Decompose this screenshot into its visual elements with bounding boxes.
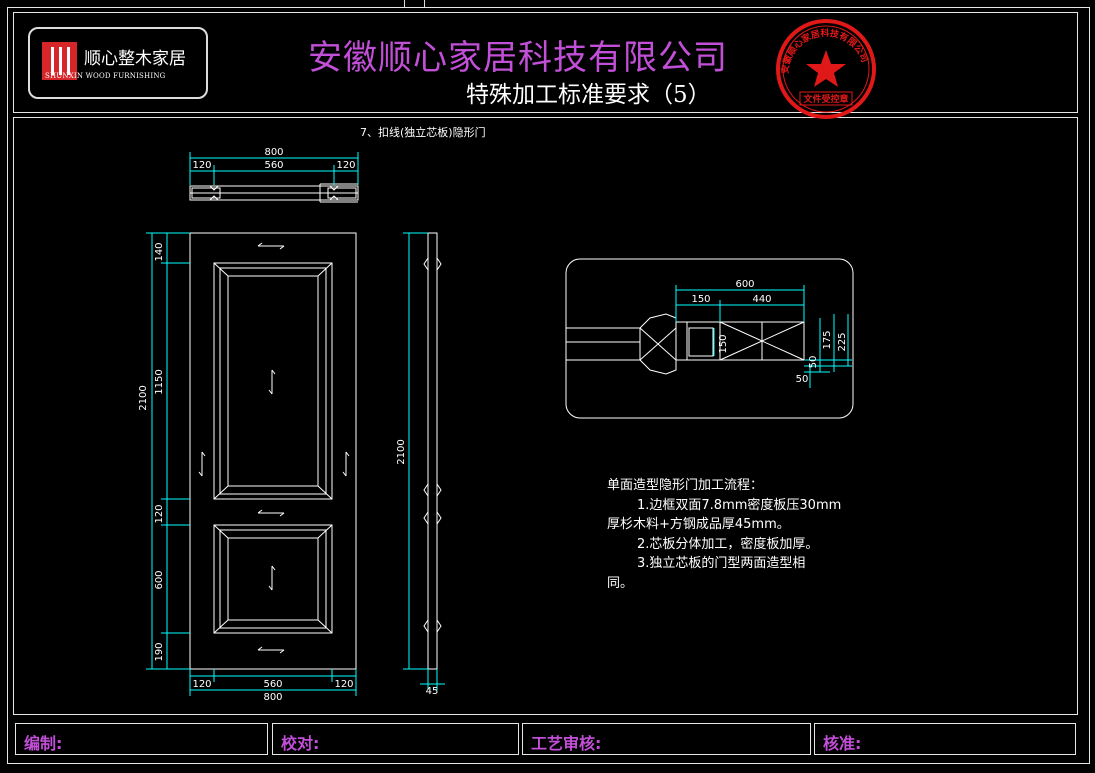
dim-detail-d4: 50 [796, 374, 809, 385]
dim-detail-part-a: 150 [691, 294, 710, 305]
dim-detail-d3: 225 [837, 332, 848, 351]
notes-title: 单面造型隐形门加工流程： [607, 478, 764, 493]
company-title: 安徽顺心家居科技有限公司 [308, 38, 728, 78]
dim-seg-bottom: 190 [154, 642, 165, 661]
notes-line-1b: 厚杉木料+方钢成品厚45mm。 [607, 517, 790, 532]
dim-seg-mid-rail: 120 [154, 504, 165, 523]
label-approver: 核准: [823, 734, 862, 753]
document-title: 特殊加工标准要求（5） [466, 82, 711, 108]
drawing-frame [13, 117, 1078, 715]
dim-detail-part-b: 440 [752, 294, 771, 305]
label-process-review: 工艺审核: [531, 734, 602, 753]
dim-top-left: 120 [192, 160, 211, 171]
label-editor: 编制: [24, 734, 63, 753]
dim-width-left: 120 [192, 679, 211, 690]
dim-side-height: 2100 [396, 439, 407, 464]
dim-seg-upper-panel: 1150 [154, 369, 165, 394]
drawing-caption: 7、扣线(独立芯板)隐形门 [360, 126, 486, 139]
notes-line-3b: 同。 [607, 575, 634, 591]
signature-cell-process-review: 工艺审核: [522, 723, 811, 755]
detail-section-view [565, 258, 854, 419]
side-view-section [423, 232, 442, 670]
notes-line-3: 3.独立芯板的门型两面造型相 [637, 556, 806, 571]
process-notes: 单面造型隐形门加工流程： 1.边框双面7.8mm密度板压30mm 厚杉木料+方钢… [607, 476, 841, 593]
signature-cell-checker: 校对: [272, 723, 519, 755]
dim-detail-d1: 50 [808, 356, 819, 369]
signature-cell-editor: 编制: [15, 723, 268, 755]
top-view-plan [189, 183, 359, 203]
dim-top-total: 800 [264, 147, 283, 158]
dim-side-thickness: 45 [426, 686, 439, 697]
dim-seg-lower-panel: 600 [154, 570, 165, 589]
dim-width-mid: 560 [263, 679, 282, 690]
dim-width-right: 120 [334, 679, 353, 690]
dim-width-total: 800 [263, 692, 282, 703]
dim-top-mid: 560 [264, 160, 283, 171]
dim-detail-inner-h: 150 [718, 334, 729, 353]
control-stamp-seal: 安徽顺心家居科技有限公司 文件受控章 [776, 19, 876, 119]
dim-detail-d2: 175 [822, 330, 833, 349]
stamp-subtext: 文件受控章 [802, 93, 848, 105]
logo-name-cn: 顺心整木家居 [84, 49, 186, 69]
dim-top-right: 120 [336, 160, 355, 171]
dim-seg-top: 140 [154, 242, 165, 261]
notes-line-1: 1.边框双面7.8mm密度板压30mm [637, 497, 842, 513]
title-block-frame [13, 12, 1078, 113]
outer-frame [7, 7, 1090, 764]
signature-cell-approver: 核准: [814, 723, 1076, 755]
logo-mark [42, 42, 77, 80]
dim-detail-total: 600 [735, 279, 754, 290]
star-icon [806, 50, 846, 87]
front-view-door [189, 232, 357, 670]
company-logo [28, 27, 208, 99]
top-tick [424, 0, 425, 7]
dim-height-total: 2100 [138, 385, 149, 410]
logo-name-en: SHUNXIN WOOD FURNISHING [45, 72, 166, 80]
top-tick [404, 0, 405, 7]
notes-line-2: 2.芯板分体加工，密度板加厚。 [637, 536, 819, 552]
label-checker: 校对: [281, 734, 320, 753]
